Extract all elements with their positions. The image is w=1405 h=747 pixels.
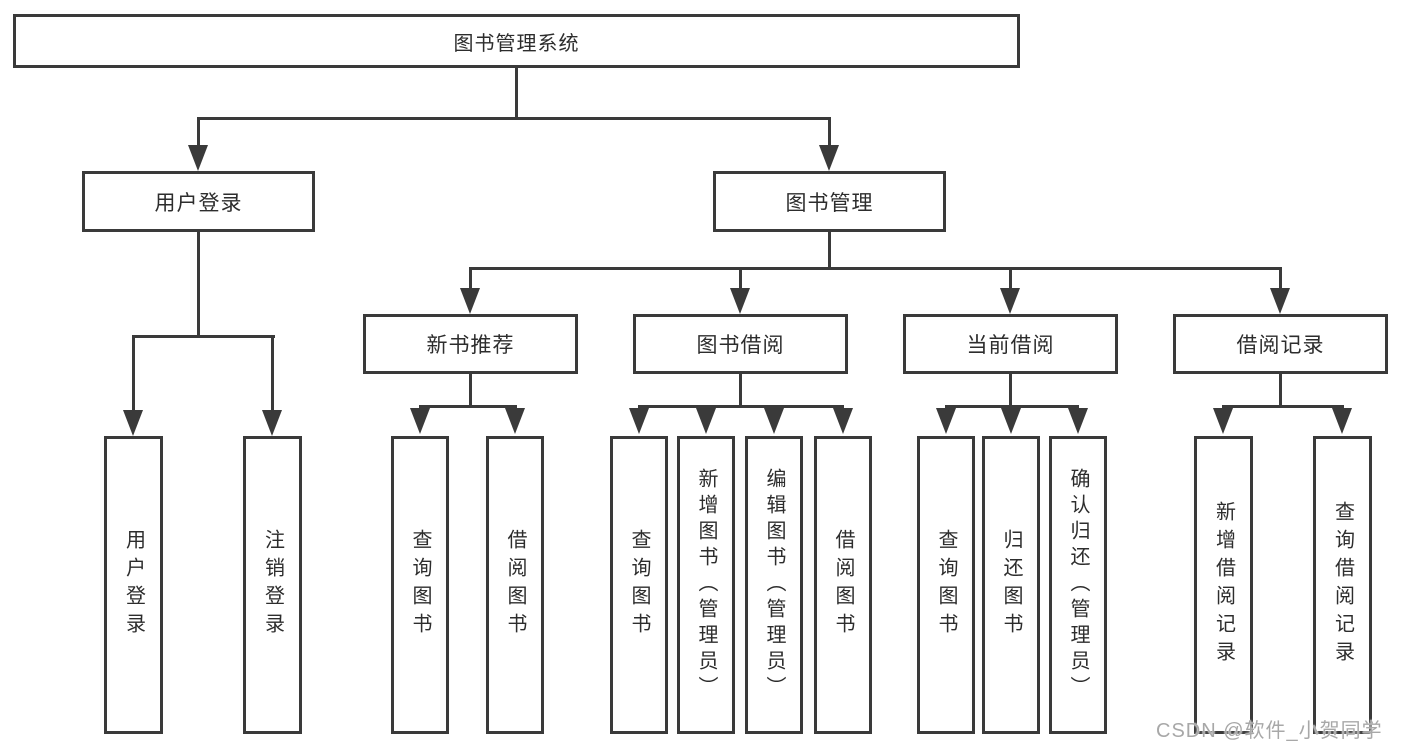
connector-line bbox=[1222, 405, 1344, 408]
connector-line bbox=[739, 267, 742, 290]
leaf-user-login: 用户登录 bbox=[104, 436, 163, 734]
arrowhead-down-icon bbox=[1068, 408, 1088, 434]
leaf-confirm-return-admin: 确认归还（管理员） bbox=[1049, 436, 1107, 734]
leaf-borrow-books: 借阅图书 bbox=[814, 436, 872, 734]
connector-line bbox=[132, 335, 135, 413]
connector-line bbox=[1009, 267, 1012, 290]
node-label: 新增图书（管理员） bbox=[695, 468, 717, 702]
leaf-query-books-current: 查询图书 bbox=[917, 436, 975, 734]
connector-line bbox=[828, 117, 831, 149]
arrowhead-down-icon bbox=[505, 408, 525, 434]
arrowhead-down-icon bbox=[188, 145, 208, 171]
node-label: 当前借阅 bbox=[966, 334, 1055, 357]
connector-line bbox=[739, 372, 742, 408]
node-label: 编辑图书（管理员） bbox=[763, 468, 785, 702]
connector-line bbox=[1009, 372, 1012, 408]
arrowhead-down-icon bbox=[460, 288, 480, 314]
arrowhead-down-icon bbox=[819, 145, 839, 171]
node-root-system: 图书管理系统 bbox=[13, 14, 1020, 68]
node-label: 借阅图书 bbox=[832, 529, 854, 641]
connector-line bbox=[469, 372, 472, 408]
arrowhead-down-icon bbox=[262, 410, 282, 436]
arrowhead-down-icon bbox=[1213, 408, 1233, 434]
node-label: 图书管理 bbox=[785, 191, 874, 215]
node-label: 用户登录 bbox=[122, 529, 145, 641]
connector-line bbox=[197, 117, 200, 149]
connector-line bbox=[469, 267, 472, 290]
arrowhead-down-icon bbox=[1000, 288, 1020, 314]
connector-line bbox=[197, 117, 831, 120]
arrowhead-down-icon bbox=[696, 408, 716, 434]
node-new-book-recommendation: 新书推荐 bbox=[363, 314, 578, 374]
leaf-add-borrow-record: 新增借阅记录 bbox=[1194, 436, 1253, 734]
node-label: 借阅图书 bbox=[504, 529, 526, 641]
node-label: 图书管理系统 bbox=[453, 32, 580, 55]
node-label: 图书借阅 bbox=[696, 334, 785, 357]
arrowhead-down-icon bbox=[764, 408, 784, 434]
node-label: 查询借阅记录 bbox=[1331, 501, 1354, 669]
node-label: 注销登录 bbox=[261, 529, 284, 641]
connector-line bbox=[1279, 372, 1282, 408]
node-label: 查询图书 bbox=[409, 529, 431, 641]
node-label: 查询图书 bbox=[935, 529, 957, 641]
node-book-management: 图书管理 bbox=[713, 171, 946, 232]
arrowhead-down-icon bbox=[410, 408, 430, 434]
node-current-borrowing: 当前借阅 bbox=[903, 314, 1118, 374]
node-label: 新书推荐 bbox=[426, 334, 515, 357]
connector-line bbox=[132, 335, 275, 338]
node-label: 归还图书 bbox=[1000, 529, 1022, 641]
arrowhead-down-icon bbox=[1270, 288, 1290, 314]
arrowhead-down-icon bbox=[1332, 408, 1352, 434]
node-label: 用户登录 bbox=[154, 191, 243, 215]
connector-line bbox=[1279, 267, 1282, 290]
connector-line bbox=[197, 232, 200, 338]
connector-line bbox=[515, 66, 518, 120]
connector-line bbox=[828, 232, 831, 270]
leaf-borrow-books-recommendation: 借阅图书 bbox=[486, 436, 544, 734]
arrowhead-down-icon bbox=[629, 408, 649, 434]
connector-line bbox=[945, 405, 1079, 408]
node-user-login: 用户登录 bbox=[82, 171, 315, 232]
arrowhead-down-icon bbox=[123, 410, 143, 436]
node-label: 借阅记录 bbox=[1236, 334, 1325, 357]
leaf-query-books-recommendation: 查询图书 bbox=[391, 436, 449, 734]
node-label: 确认归还（管理员） bbox=[1067, 468, 1089, 702]
leaf-edit-book-admin: 编辑图书（管理员） bbox=[745, 436, 803, 734]
connector-line bbox=[271, 335, 274, 413]
arrowhead-down-icon bbox=[1001, 408, 1021, 434]
node-borrowing-records: 借阅记录 bbox=[1173, 314, 1388, 374]
connector-line bbox=[419, 405, 517, 408]
node-label: 新增借阅记录 bbox=[1212, 501, 1235, 669]
node-book-borrowing: 图书借阅 bbox=[633, 314, 848, 374]
leaf-logout: 注销登录 bbox=[243, 436, 302, 734]
csdn-watermark: CSDN @软件_小贺同学 bbox=[1156, 720, 1383, 742]
connector-line bbox=[638, 405, 844, 408]
leaf-add-book-admin: 新增图书（管理员） bbox=[677, 436, 735, 734]
arrowhead-down-icon bbox=[833, 408, 853, 434]
leaf-return-book: 归还图书 bbox=[982, 436, 1040, 734]
leaf-query-borrow-record: 查询借阅记录 bbox=[1313, 436, 1372, 734]
node-label: 查询图书 bbox=[628, 529, 650, 641]
connector-line bbox=[469, 267, 1282, 270]
arrowhead-down-icon bbox=[936, 408, 956, 434]
arrowhead-down-icon bbox=[730, 288, 750, 314]
leaf-query-books-borrowing: 查询图书 bbox=[610, 436, 668, 734]
